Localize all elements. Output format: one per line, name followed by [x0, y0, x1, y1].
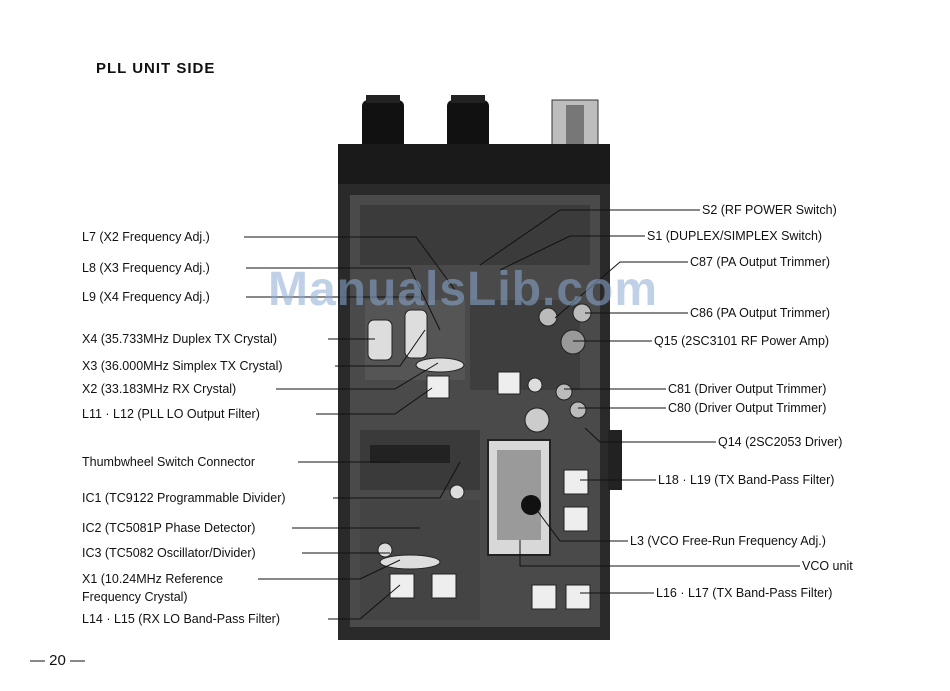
- label-ic3: IC3 (TC5082 Oscillator/Divider): [82, 546, 256, 560]
- label-thumbwheel: Thumbwheel Switch Connector: [82, 455, 255, 469]
- label-l8: L8 (X3 Frequency Adj.): [82, 261, 210, 275]
- watermark: ManualsLib.com: [268, 263, 659, 316]
- label-x2: X2 (33.183MHz RX Crystal): [82, 382, 237, 396]
- label-x4: X4 (35.733MHz Duplex TX Crystal): [82, 332, 277, 346]
- label-q15: Q15 (2SC3101 RF Power Amp): [654, 334, 830, 348]
- label-l16-l17: L16 · L17 (TX Band-Pass Filter): [656, 586, 833, 600]
- label-s2: S2 (RF POWER Switch): [702, 203, 837, 217]
- label-l3: L3 (VCO Free-Run Frequency Adj.): [630, 534, 826, 548]
- label-ic2: IC2 (TC5081P Phase Detector): [82, 521, 256, 535]
- label-x1-line1: X1 (10.24MHz Reference: [82, 572, 224, 586]
- label-l18-l19: L18 · L19 (TX Band-Pass Filter): [658, 473, 835, 487]
- label-c80: C80 (Driver Output Trimmer): [668, 401, 827, 415]
- page-title: PLL UNIT SIDE: [96, 60, 216, 77]
- label-l7: L7 (X2 Frequency Adj.): [82, 230, 210, 244]
- label-c87: C87 (PA Output Trimmer): [690, 255, 831, 269]
- label-ic1: IC1 (TC9122 Programmable Divider): [82, 491, 286, 505]
- label-x3: X3 (36.000MHz Simplex TX Crystal): [82, 359, 283, 373]
- label-vco-unit: VCO unit: [802, 559, 853, 573]
- label-q14: Q14 (2SC2053 Driver): [718, 435, 843, 449]
- label-l9: L9 (X4 Frequency Adj.): [82, 290, 210, 304]
- antenna-connector: [551, 99, 599, 151]
- knob-left: [362, 95, 404, 150]
- label-s1: S1 (DUPLEX/SIMPLEX Switch): [647, 229, 823, 243]
- label-x1-line2: Frequency Crystal): [82, 590, 188, 604]
- label-c86: C86 (PA Output Trimmer): [690, 306, 831, 320]
- label-l11-l12: L11 · L12 (PLL LO Output Filter): [82, 407, 260, 421]
- label-c81: C81 (Driver Output Trimmer): [668, 382, 827, 396]
- knob-right: [447, 95, 489, 150]
- label-l14-l15: L14 · L15 (RX LO Band-Pass Filter): [82, 612, 280, 626]
- page-number: — 20 —: [30, 652, 86, 669]
